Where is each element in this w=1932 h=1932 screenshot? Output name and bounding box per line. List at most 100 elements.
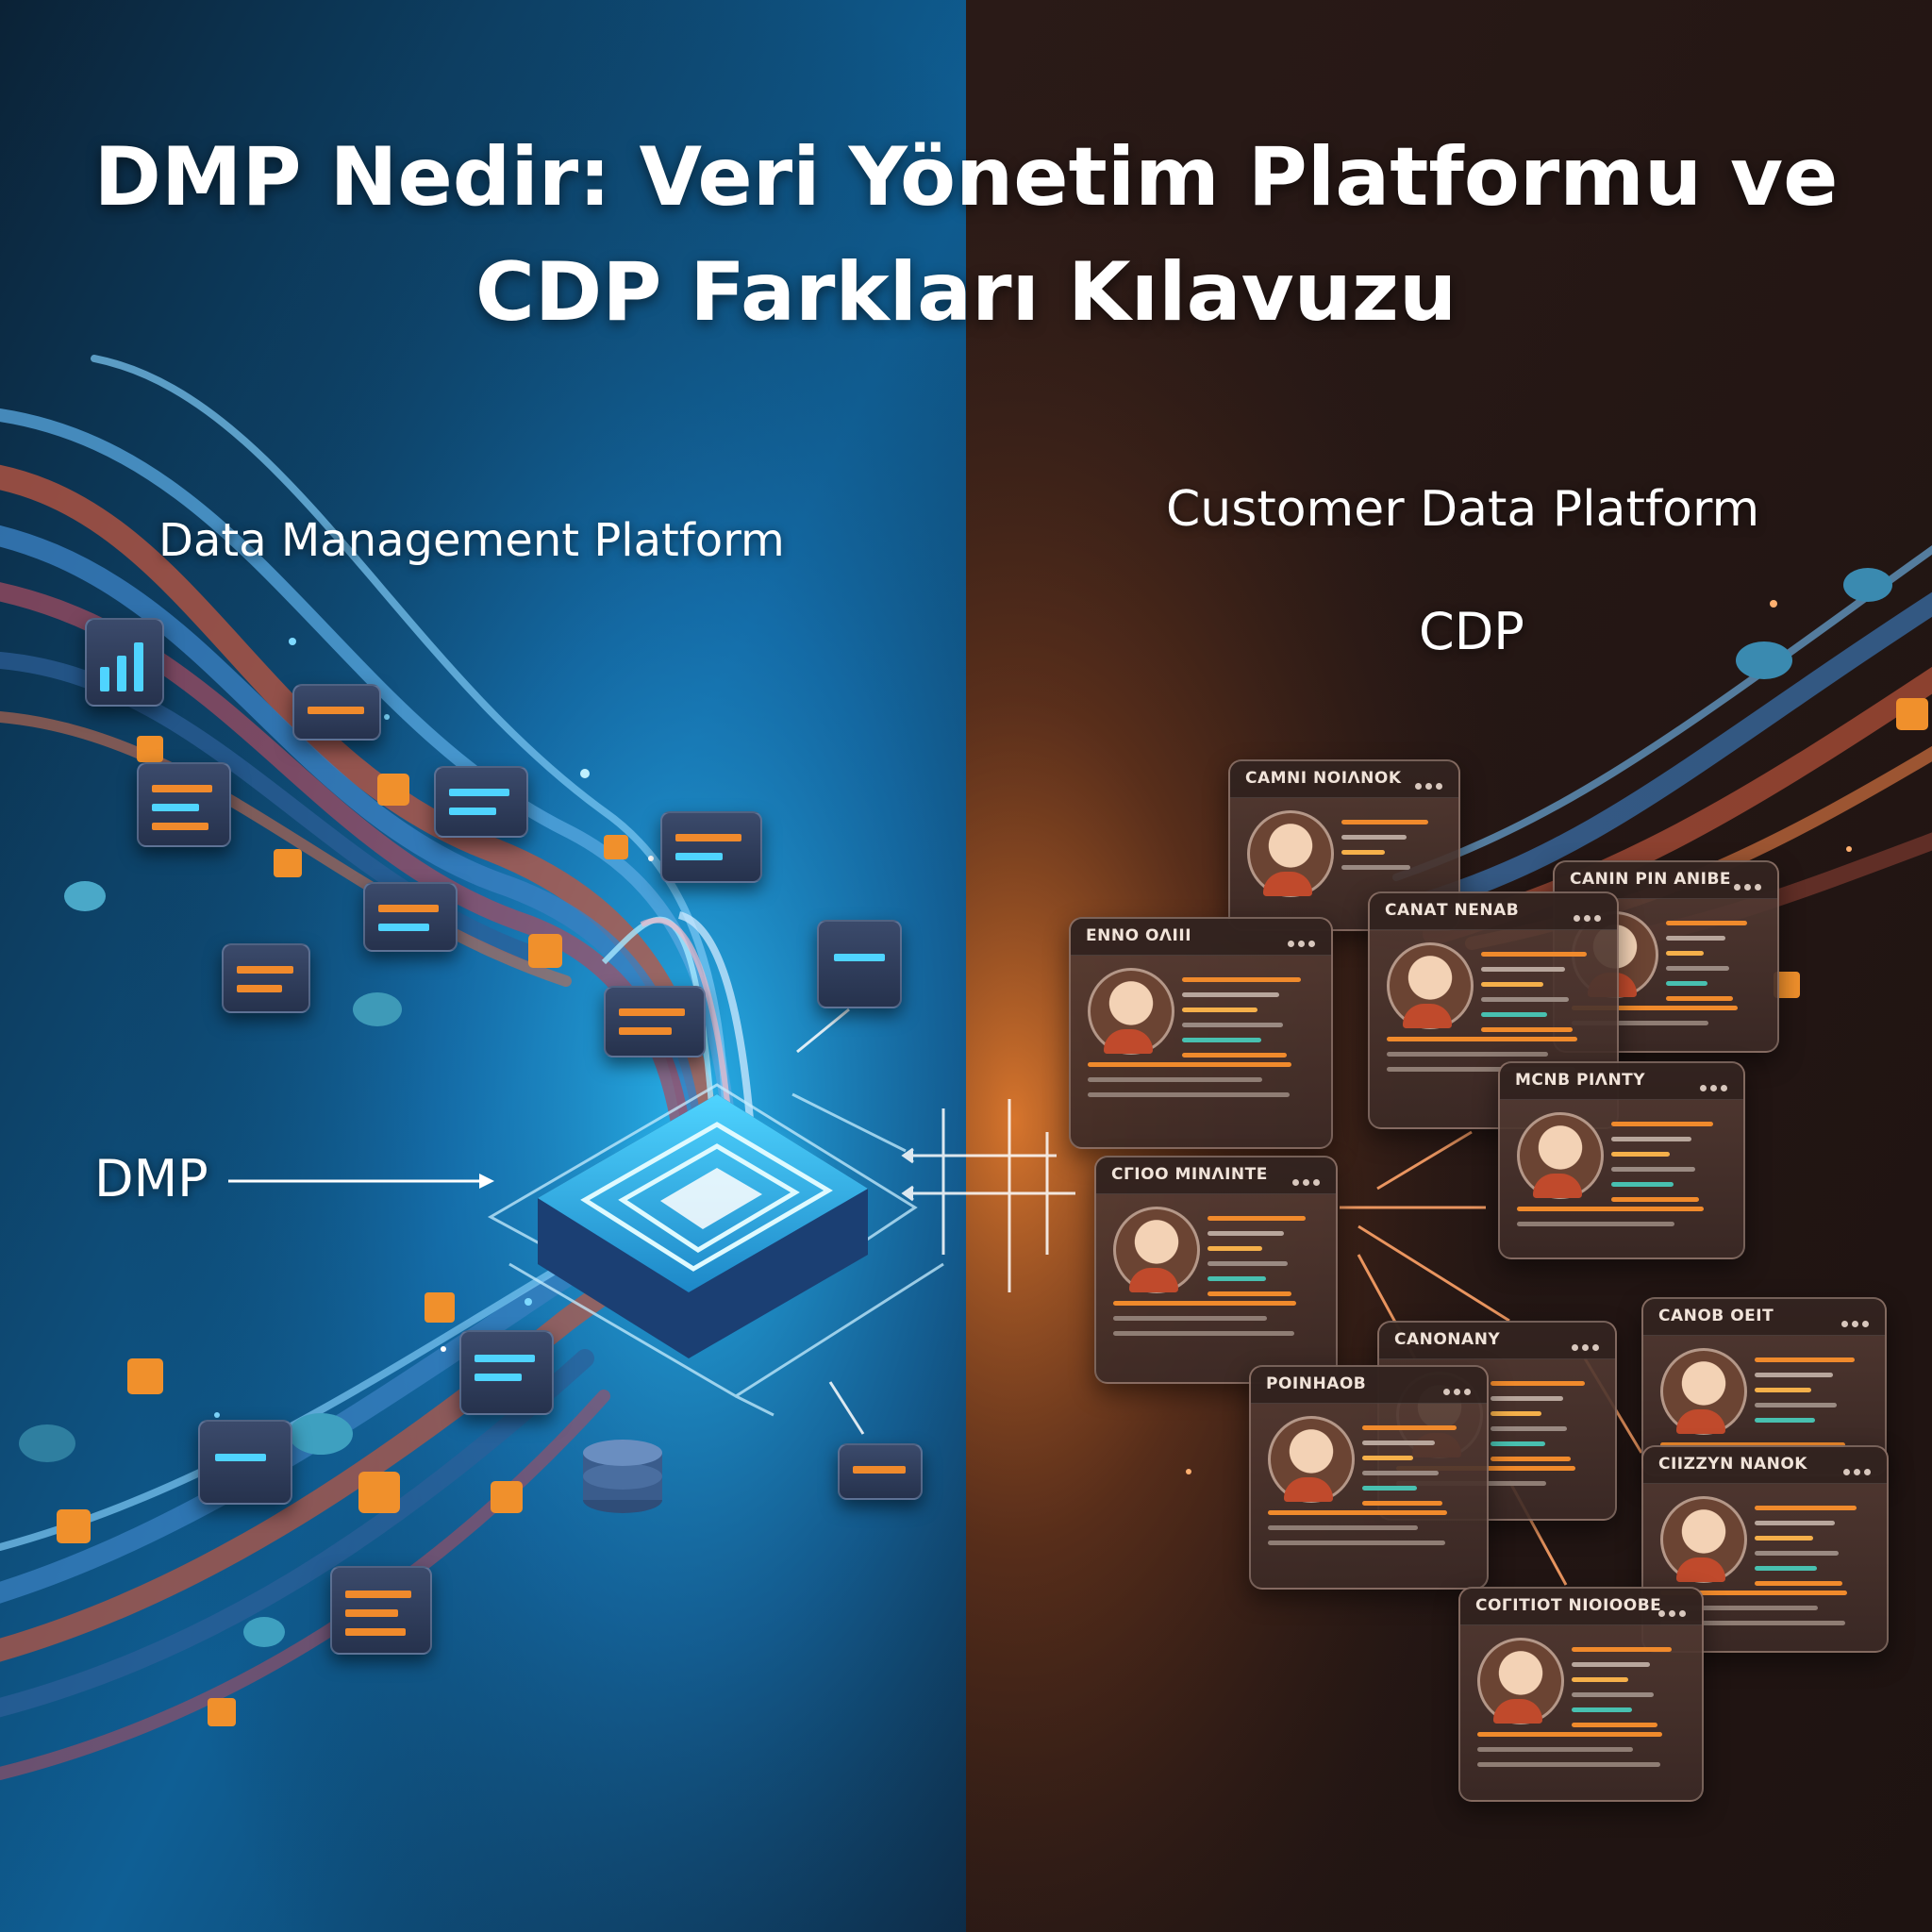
- profile-data-line: [1477, 1732, 1662, 1737]
- dashboard-node: [434, 766, 528, 838]
- profile-data-line: [1572, 1677, 1628, 1682]
- more-options-icon: [1840, 1461, 1874, 1475]
- profile-data-line: [1362, 1456, 1413, 1460]
- connector-lines: [796, 1008, 1075, 1435]
- profile-data-line: [1660, 1606, 1818, 1610]
- avatar: [1387, 942, 1474, 1029]
- profile-data-line: [1481, 967, 1565, 972]
- profile-data-line: [1666, 996, 1733, 1001]
- profile-data-line: [1268, 1541, 1445, 1545]
- page-title-line-1: DMP Nedir: Veri Yönetim Platformu ve: [93, 130, 1839, 225]
- profile-card-header: ΡΟΙΝΗΑΟΒ: [1251, 1367, 1487, 1404]
- profile-data-line: [1755, 1581, 1842, 1586]
- profile-card-header: ΜCΝΒ ΡΙΛΝΤΥ: [1500, 1063, 1743, 1100]
- profile-data-line: [1113, 1331, 1294, 1336]
- more-options-icon: [1730, 876, 1764, 891]
- dmp-pointer-arrow: [228, 1174, 494, 1189]
- profile-data-line: [1387, 1052, 1548, 1057]
- profile-data-line: [1491, 1381, 1585, 1386]
- profile-card-header: CΓΙΟΟ ΜΙΝΛΙΝΤΕ: [1096, 1158, 1336, 1194]
- more-options-icon: [1655, 1603, 1689, 1617]
- data-cable-bundle-lower: [0, 1207, 728, 1780]
- profile-card-header: ΕΝΝΟ ΟΛΙΙΙ: [1071, 919, 1331, 956]
- dashboard-node: [222, 943, 310, 1013]
- customer-profile-card: CΙΙΖΖΥΝ ΝΑΝΟΚ: [1641, 1445, 1889, 1653]
- avatar: [1113, 1207, 1200, 1293]
- customer-profile-card: ΡΟΙΝΗΑΟΒ: [1249, 1365, 1489, 1590]
- dashboard-node: [363, 882, 458, 952]
- profile-data-line: [1572, 1021, 1708, 1025]
- profile-data-line: [1268, 1525, 1418, 1530]
- profile-card-title: CΑΜΝΙ ΝΟΙΛΝΟΚ: [1245, 769, 1402, 788]
- dashboard-node: [838, 1443, 923, 1500]
- profile-data-line: [1755, 1357, 1855, 1362]
- profile-data-line: [1572, 1662, 1650, 1667]
- profile-data-line: [1481, 982, 1543, 987]
- customer-profile-card: ΕΝΝΟ ΟΛΙΙΙ: [1069, 917, 1333, 1149]
- more-options-icon: [1570, 908, 1604, 922]
- profile-data-line: [1666, 966, 1729, 971]
- more-options-icon: [1696, 1077, 1730, 1091]
- profile-card-title: ΡΟΙΝΗΑΟΒ: [1266, 1374, 1367, 1393]
- dashboard-node: [292, 684, 381, 741]
- profile-data-line: [1268, 1510, 1447, 1515]
- profile-card-header: CΑΝΟΒ ΟΕΙΤ: [1643, 1299, 1885, 1336]
- more-options-icon: [1440, 1381, 1474, 1395]
- profile-data-line: [1182, 1053, 1287, 1058]
- profile-data-line: [1113, 1301, 1296, 1306]
- profile-data-line: [1387, 1067, 1575, 1072]
- more-options-icon: [1568, 1337, 1602, 1351]
- profile-data-line: [1666, 981, 1707, 986]
- profile-data-line: [1341, 835, 1407, 840]
- profile-data-line: [1611, 1197, 1699, 1202]
- profile-data-line: [1362, 1486, 1417, 1491]
- profile-data-line: [1491, 1441, 1545, 1446]
- profile-card-title: CΑΝΟΒ ΟΕΙΤ: [1658, 1307, 1774, 1325]
- profile-data-line: [1491, 1426, 1567, 1431]
- profile-data-line: [1517, 1207, 1704, 1211]
- profile-card-header: CΑΝΙΝ ΡΙΝ ΑΝΙΒΕ: [1555, 862, 1777, 899]
- avatar: [1517, 1112, 1604, 1199]
- profile-data-line: [1362, 1425, 1457, 1430]
- profile-data-line: [1208, 1231, 1284, 1236]
- more-options-icon: [1411, 775, 1445, 790]
- profile-data-line: [1611, 1122, 1713, 1126]
- dashboard-node: [137, 762, 231, 847]
- profile-data-line: [1755, 1521, 1835, 1525]
- profile-data-line: [1755, 1566, 1817, 1571]
- data-coin-icons: [19, 568, 1892, 1647]
- profile-card-title: CΓΙΟΟ ΜΙΝΛΙΝΤΕ: [1111, 1165, 1268, 1184]
- avatar: [1660, 1348, 1747, 1435]
- profile-data-line: [1088, 1077, 1262, 1082]
- profile-data-line: [1341, 820, 1428, 824]
- profile-data-line: [1666, 951, 1704, 956]
- profile-data-line: [1341, 865, 1410, 870]
- particle-sparkles: [214, 600, 1852, 1474]
- dmp-core-chip: [538, 1094, 868, 1358]
- dashboard-node: [817, 920, 902, 1008]
- avatar: [1660, 1496, 1747, 1583]
- customer-profile-card: CΟΓΙΤΙΟΤ ΝΙΟΙΟΟΒΕ: [1458, 1587, 1704, 1802]
- avatar: [1477, 1638, 1564, 1724]
- profile-card-header: CΙΙΖΖΥΝ ΝΑΝΟΚ: [1643, 1447, 1887, 1484]
- profile-card-title: CΙΙΖΖΥΝ ΝΑΝΟΚ: [1658, 1455, 1807, 1474]
- profile-data-line: [1182, 992, 1279, 997]
- profile-data-line: [1666, 936, 1725, 941]
- profile-data-line: [1755, 1536, 1813, 1541]
- profile-data-line: [1208, 1216, 1306, 1221]
- profile-data-line: [1517, 1222, 1674, 1226]
- profile-card-title: ΕΝΝΟ ΟΛΙΙΙ: [1086, 926, 1192, 945]
- profile-data-line: [1572, 1707, 1632, 1712]
- profile-data-line: [1481, 1012, 1547, 1017]
- dashboard-node: [198, 1420, 292, 1505]
- profile-data-line: [1611, 1152, 1670, 1157]
- profile-data-line: [1491, 1457, 1571, 1461]
- profile-data-line: [1755, 1388, 1811, 1392]
- profile-data-line: [1481, 997, 1569, 1002]
- profile-data-line: [1755, 1506, 1857, 1510]
- profile-card-title: CΑΝΑΤ ΝΕΝΑΒ: [1385, 901, 1520, 920]
- more-options-icon: [1284, 933, 1318, 947]
- dashboard-node: [459, 1330, 554, 1415]
- profile-data-line: [1611, 1182, 1674, 1187]
